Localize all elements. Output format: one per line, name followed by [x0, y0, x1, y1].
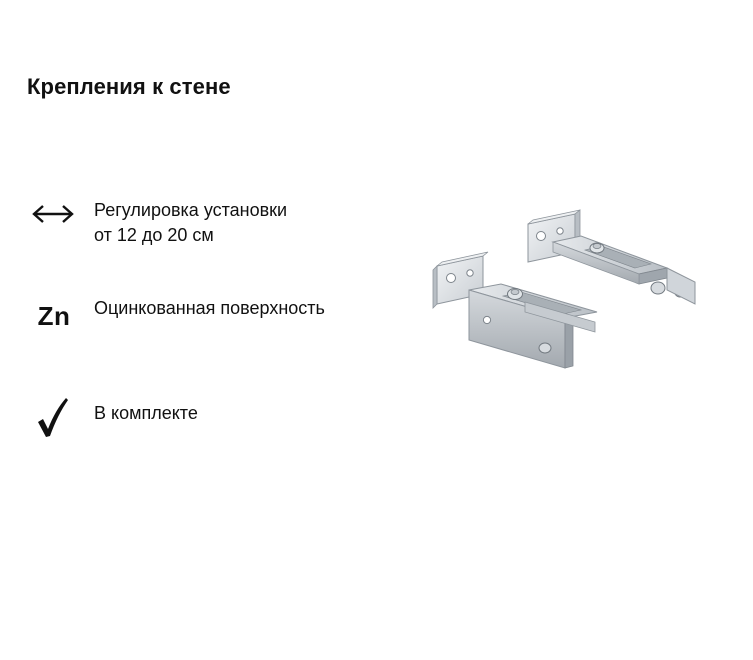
- wall-brackets-image: [425, 200, 715, 390]
- zinc-glyph: Zn: [37, 300, 71, 331]
- feature-zinc-text: Оцинкованная поверхность: [94, 296, 325, 321]
- double-arrow-icon: [30, 202, 76, 226]
- feature-included: В комплекте: [0, 396, 400, 440]
- bracket-back: [527, 209, 696, 305]
- feature-zinc: Zn Оцинкованная поверхность: [0, 296, 400, 336]
- checkmark-icon: [32, 396, 72, 440]
- feature-adjustment: Регулировка установки от 12 до 20 см: [0, 196, 400, 256]
- feature-adjustment-line-2: от 12 до 20 см: [94, 225, 214, 245]
- bracket-front: [432, 251, 598, 369]
- feature-adjustment-text: Регулировка установки от 12 до 20 см: [94, 198, 287, 248]
- page-title: Крепления к стене: [27, 74, 231, 99]
- feature-adjustment-line-1: Регулировка установки: [94, 200, 288, 220]
- feature-zinc-line-1: Оцинкованная поверхность: [94, 298, 325, 318]
- zinc-icon: Zn: [30, 298, 78, 334]
- feature-included-line-1: В комплекте: [94, 403, 198, 423]
- feature-included-text: В комплекте: [94, 401, 198, 426]
